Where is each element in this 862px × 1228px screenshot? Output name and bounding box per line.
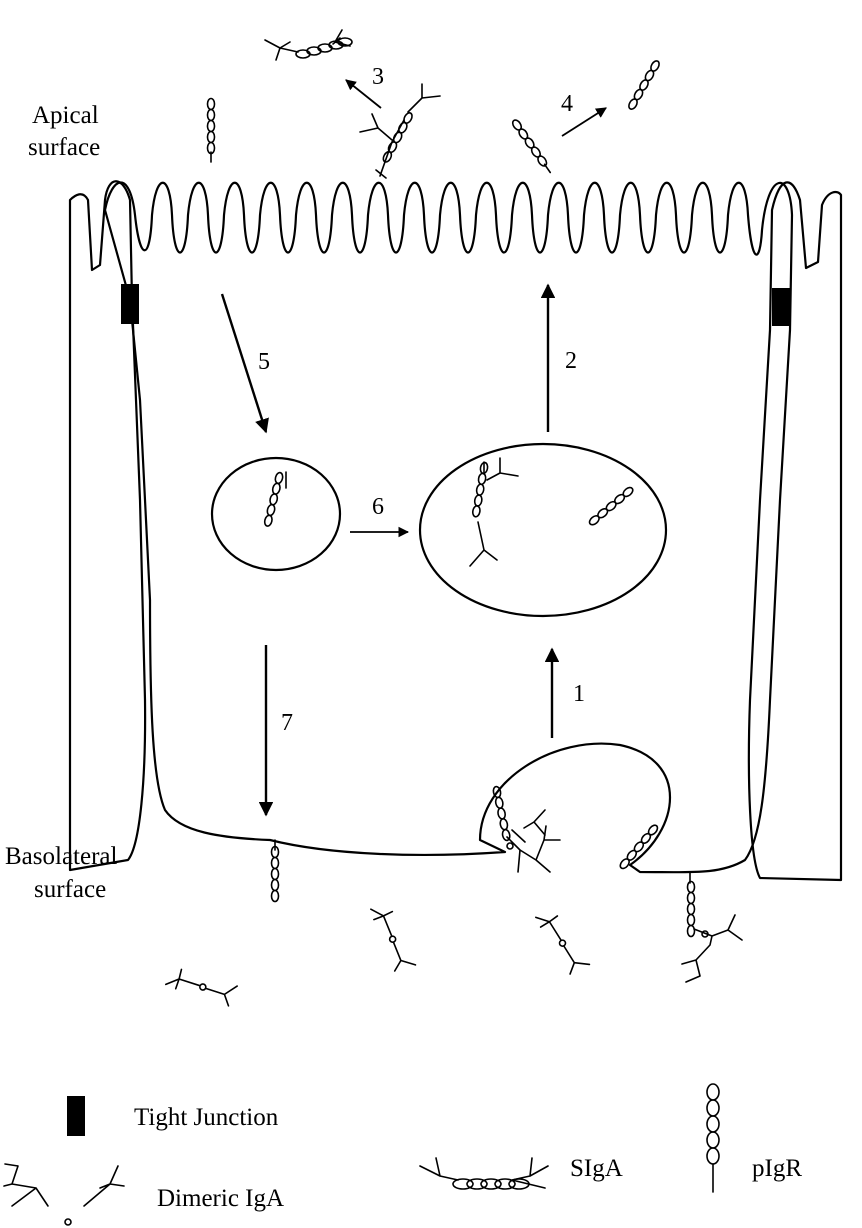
tight-junction-left — [121, 284, 139, 324]
step-label-6: 6 — [372, 494, 384, 520]
step-label-5: 5 — [258, 349, 270, 375]
legend-pigr: pIgR — [707, 1084, 802, 1192]
apical-surface-label: Apical surface — [28, 102, 100, 161]
svg-text:surface: surface — [34, 876, 106, 903]
pigr-in-pit — [619, 824, 660, 871]
tight-junction-right — [772, 288, 790, 326]
pigr-in-large-endosome — [588, 486, 635, 527]
svg-text:Basolateral: Basolateral — [5, 843, 118, 870]
large-endosome — [420, 444, 666, 616]
basolateral-surface-label: Basolateral surface — [5, 843, 118, 903]
pigr-iga-on-basolateral-membrane — [682, 872, 742, 982]
step-label-4: 4 — [561, 91, 573, 117]
dimeric-iga-3 — [520, 907, 603, 980]
pigr-in-small-endosome — [264, 472, 284, 527]
svg-text:SIgA: SIgA — [570, 1155, 623, 1182]
legend: Tight Junction Dimeric IgA SIgA — [4, 1084, 802, 1225]
svg-text:pIgR: pIgR — [752, 1155, 802, 1182]
legend-sigA: SIgA — [420, 1155, 623, 1189]
dimeric-iga-1 — [164, 960, 241, 1015]
dimeric-iga-2 — [350, 900, 432, 979]
step-label-2: 2 — [565, 348, 577, 374]
svg-text:Tight Junction: Tight Junction — [134, 1104, 279, 1131]
step-label-3: 3 — [372, 64, 384, 90]
central-epithelial-cell — [105, 183, 792, 873]
svg-text:Dimeric IgA: Dimeric IgA — [157, 1185, 284, 1212]
step-label-1: 1 — [573, 681, 585, 707]
sigA-released — [265, 30, 352, 60]
pigr-on-apical-membrane — [208, 99, 215, 163]
svg-text:Apical: Apical — [32, 102, 99, 129]
svg-text:surface: surface — [28, 134, 100, 161]
legend-dimeric-iga: Dimeric IgA — [4, 1164, 284, 1225]
sigA-in-large-endosome — [470, 458, 518, 566]
sigA-on-apical-membrane — [360, 84, 440, 178]
right-neighbor-cell — [749, 182, 841, 880]
pigr-iga-in-pit — [492, 786, 560, 872]
step-label-7: 7 — [281, 710, 293, 736]
pigr-on-basolateral-membrane — [272, 847, 279, 902]
pigr-cleaving-apical — [511, 118, 553, 174]
legend-tight-junction: Tight Junction — [67, 1096, 279, 1136]
secretory-component-released — [627, 59, 661, 110]
